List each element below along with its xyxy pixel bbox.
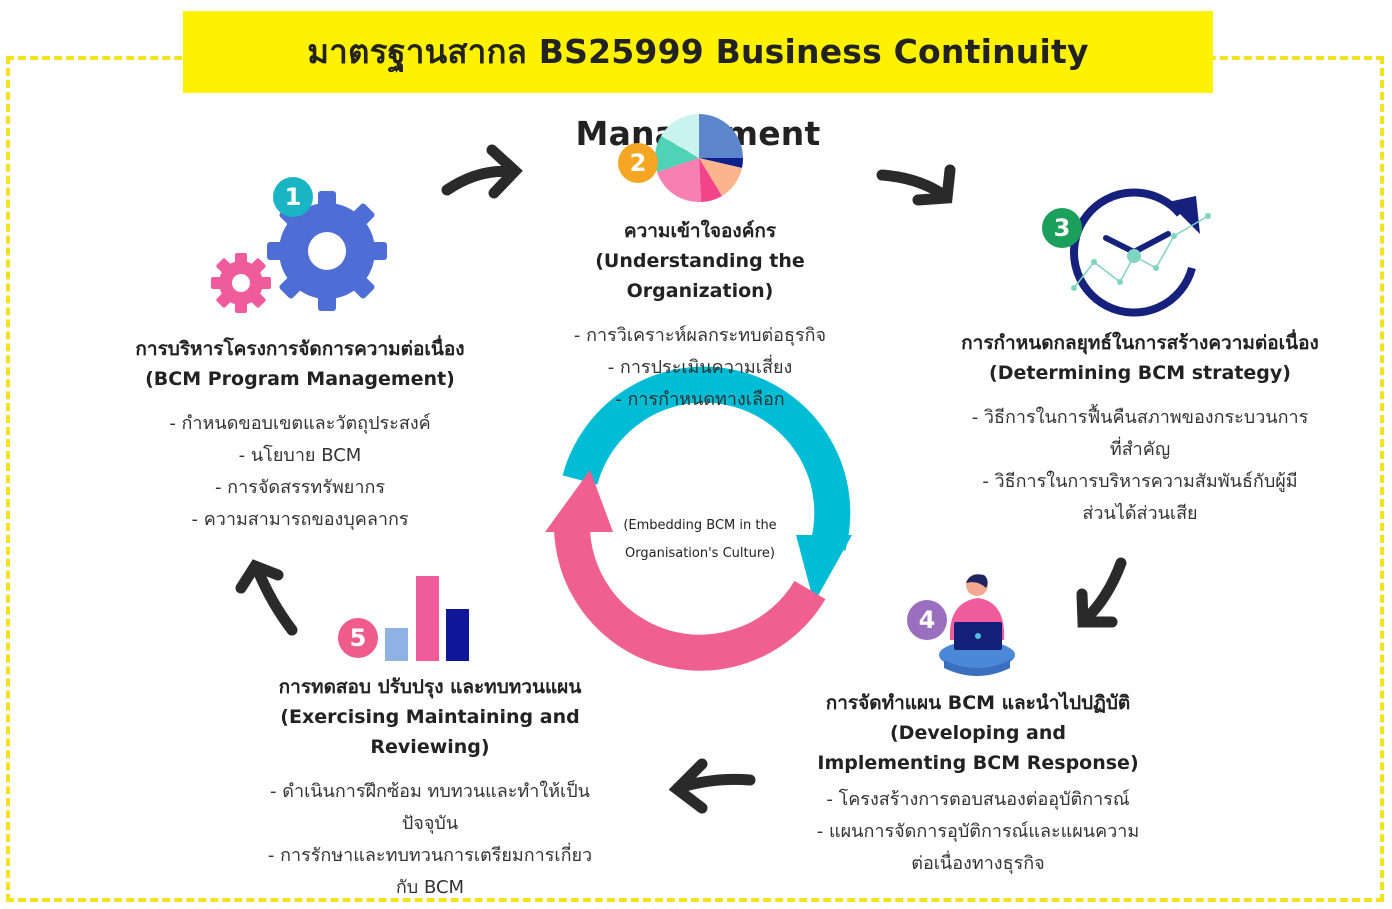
stage-5-title-th: การทดสอบ ปรับปรุง และทบทวนแผน bbox=[278, 676, 582, 698]
stage-1-item: นโยบาย BCM bbox=[100, 440, 500, 472]
stage-2-title-th: ความเข้าใจองค์กร bbox=[623, 220, 777, 242]
stage-1-title-th: การบริหารโครงการจัดการความต่อเนื่อง bbox=[135, 338, 465, 360]
stage-4-item: แผนการจัดการอุบัติการณ์และแผนความต่อเนื่… bbox=[808, 816, 1148, 880]
person-laptop-icon bbox=[939, 574, 1015, 676]
stage-2-title-en: (Understanding the Organization) bbox=[595, 250, 805, 302]
stage-1-item: ความสามารถของบุคลากร bbox=[100, 504, 500, 536]
stage-2-items: การวิเคราะห์ผลกระทบต่อธุรกิจ การประเมินค… bbox=[520, 320, 880, 416]
stage-3-title-en: (Determining BCM strategy) bbox=[989, 362, 1291, 384]
stage-4-number-badge: 4 bbox=[907, 600, 947, 640]
stage-3-number-badge: 3 bbox=[1042, 208, 1082, 248]
flow-arrow-5-to-1 bbox=[235, 559, 298, 636]
stage-1-block: การบริหารโครงการจัดการความต่อเนื่อง (BCM… bbox=[100, 334, 500, 536]
flow-arrow-2-to-3 bbox=[876, 164, 956, 206]
pie-chart-icon bbox=[654, 114, 744, 203]
stage-3-items: วิธีการในการฟื้นคืนสภาพของกระบวนการที่สำ… bbox=[970, 402, 1310, 530]
stage-4-item: โครงสร้างการตอบสนองต่ออุบัติการณ์ bbox=[808, 784, 1148, 816]
stage-1-item: การจัดสรรทรัพยากร bbox=[100, 472, 500, 504]
clock-icon bbox=[1070, 188, 1211, 317]
stage-5-item: การรักษาและทบทวนการเตรียมการเกี่ยวกับ BC… bbox=[265, 840, 595, 904]
cycle-label-line2: Organisation's Culture) bbox=[625, 546, 775, 561]
stage-1-items: กำหนดขอบเขตและวัตถุประสงค์ นโยบาย BCM กา… bbox=[100, 408, 500, 536]
cycle-center-label: (Embedding BCM in the Organisation's Cul… bbox=[600, 512, 800, 568]
stage-5-title-en: (Exercising Maintaining and Reviewing) bbox=[280, 706, 580, 758]
stage-3-item: วิธีการในการฟื้นคืนสภาพของกระบวนการที่สำ… bbox=[970, 402, 1310, 466]
gears-icon bbox=[211, 191, 387, 313]
stage-1-number-badge: 1 bbox=[273, 177, 313, 217]
bar-chart-icon bbox=[385, 576, 469, 661]
stage-3-block: การกำหนดกลยุทธ์ในการสร้างความต่อเนื่อง (… bbox=[940, 328, 1340, 530]
stage-1-title-en: (BCM Program Management) bbox=[145, 368, 455, 390]
stage-2-item: การวิเคราะห์ผลกระทบต่อธุรกิจ bbox=[520, 320, 880, 352]
stage-4-block: การจัดทำแผน BCM และนำไปปฏิบัติ (Developi… bbox=[798, 688, 1158, 880]
stage-4-items: โครงสร้างการตอบสนองต่ออุบัติการณ์ แผนการ… bbox=[808, 784, 1148, 880]
stage-5-number-badge: 5 bbox=[338, 618, 378, 658]
cycle-label-line1: (Embedding BCM in the bbox=[623, 518, 777, 533]
stage-2-block: ความเข้าใจองค์กร (Understanding the Orga… bbox=[520, 216, 880, 416]
stage-2-number-badge: 2 bbox=[618, 143, 658, 183]
flow-arrow-3-to-4 bbox=[1076, 557, 1127, 628]
stage-5-block: การทดสอบ ปรับปรุง และทบทวนแผน (Exercisin… bbox=[220, 672, 640, 904]
stage-5-item: ดำเนินการฝึกซ้อม ทบทวนและทำให้เป็นปัจจุบ… bbox=[265, 776, 595, 840]
flow-arrow-1-to-2 bbox=[441, 144, 523, 199]
title-banner: มาตรฐานสากล BS25999 Business Continuity … bbox=[183, 11, 1213, 153]
stage-5-items: ดำเนินการฝึกซ้อม ทบทวนและทำให้เป็นปัจจุบ… bbox=[265, 776, 595, 904]
stage-3-item: วิธีการในการบริหารความสัมพันธ์กับผู้มีส่… bbox=[970, 466, 1310, 530]
stage-2-item: การกำหนดทางเลือก bbox=[520, 384, 880, 416]
flow-arrow-4-to-5 bbox=[668, 758, 756, 814]
stage-3-title-th: การกำหนดกลยุทธ์ในการสร้างความต่อเนื่อง bbox=[961, 332, 1319, 354]
stage-1-item: กำหนดขอบเขตและวัตถุประสงค์ bbox=[100, 408, 500, 440]
stage-2-item: การประเมินความเสี่ยง bbox=[520, 352, 880, 384]
stage-4-title-en: (Developing and Implementing BCM Respons… bbox=[817, 722, 1139, 774]
stage-4-title-th: การจัดทำแผน BCM และนำไปปฏิบัติ bbox=[825, 692, 1131, 714]
